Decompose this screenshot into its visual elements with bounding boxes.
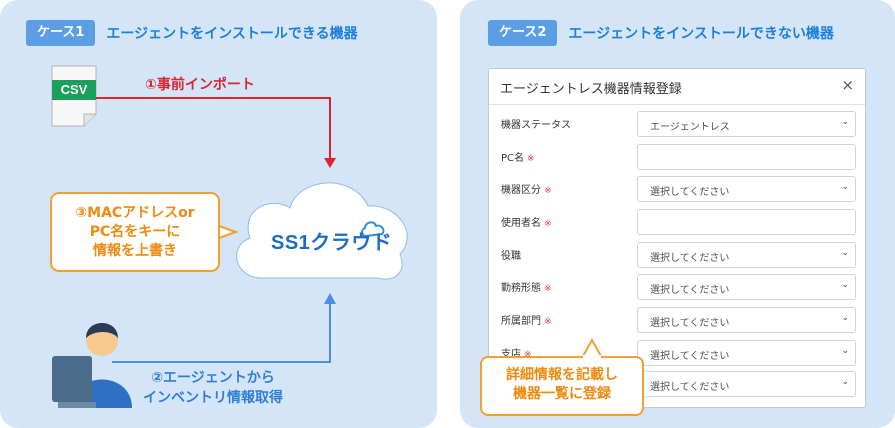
form-row-device-category: 機器区分※ 選択してください ⌄ [489, 176, 865, 202]
monitor [52, 356, 92, 402]
field-label: 使用者名※ [501, 214, 552, 229]
user-name-input[interactable] [637, 209, 856, 235]
agent-arrow [112, 302, 331, 363]
field-label: 支店※ [501, 345, 532, 360]
agentless-device-modal: エージェントレス機器情報登録 × 機器ステータス エージェントレス ⌄ PC名※… [488, 68, 866, 408]
required-mark: ※ [544, 284, 552, 294]
monitor-stand [58, 402, 96, 408]
form-row-department: 所属部門※ 選択してください ⌄ [489, 307, 865, 333]
import-arrow-head [324, 158, 336, 168]
csv-file-fold [83, 113, 96, 126]
ss1-cloud-logo: SS1クラウド [271, 232, 393, 254]
position-select[interactable]: 選択してください ⌄ [637, 242, 856, 268]
case2-header: ケース2 エージェントをインストールできない機器 [488, 20, 834, 46]
status-select[interactable]: エージェントレス ⌄ [637, 111, 856, 137]
required-mark: ※ [527, 154, 535, 164]
modal-title: エージェントレス機器情報登録 [500, 82, 682, 97]
case2-title: エージェントをインストールできない機器 [568, 26, 834, 42]
callout-left-line1: ③MACアドレスor [75, 205, 195, 221]
import-arrow [96, 97, 331, 160]
field-label: 所属部門※ [501, 312, 552, 327]
form-row-pc-name: PC名※ [489, 144, 865, 170]
work-style-select[interactable]: 選択してください ⌄ [637, 274, 856, 300]
field-label-text: 勤務形態 [501, 283, 541, 294]
department-value: 選択してください [650, 318, 730, 329]
branch-value: 選択してください [650, 351, 730, 362]
required-mark: ※ [544, 317, 552, 327]
field-label-text: 所属部門 [501, 316, 541, 327]
field-label-text: PC名 [501, 153, 525, 164]
person-hair [86, 323, 118, 338]
modal-header: エージェントレス機器情報登録 × [489, 69, 865, 105]
callout-left-line3: 情報を上書き [93, 243, 177, 259]
form-row-extra: 選択してください ⌄ [489, 371, 865, 397]
chevron-down-icon: ⌄ [841, 280, 849, 290]
chevron-down-icon: ⌄ [841, 377, 849, 387]
extra-select[interactable]: 選択してください ⌄ [637, 371, 856, 397]
close-icon[interactable]: × [841, 76, 854, 94]
field-label: 機器ステータス [501, 120, 571, 131]
register-callout [480, 356, 644, 416]
chevron-down-icon: ⌄ [841, 182, 849, 192]
case1-title: エージェントをインストールできる機器 [106, 26, 358, 42]
field-label-text: 使用者名 [501, 218, 541, 229]
overwrite-callout [50, 192, 220, 272]
work-style-value: 選択してください [650, 285, 730, 296]
agent-arrow-head [324, 293, 336, 304]
step2-label: ②エージェントから インベントリ情報取得 [128, 368, 298, 408]
device-category-value: 選択してください [650, 187, 730, 198]
callout-left-line2: PC名をキーに [89, 224, 181, 240]
chevron-down-icon: ⌄ [841, 346, 849, 356]
case1-badge: ケース1 [26, 20, 96, 46]
field-label-text: 支店 [501, 349, 521, 360]
pc-name-input[interactable] [637, 144, 856, 170]
field-label: 機器区分※ [501, 181, 552, 196]
overwrite-callout-text: ③MACアドレスor PC名をキーに 情報を上書き [50, 204, 220, 261]
required-mark: ※ [544, 219, 552, 229]
field-label-text: 機器区分 [501, 185, 541, 196]
register-callout-text: 詳細情報を記載し 機器一覧に登録 [480, 366, 644, 404]
field-label: 勤務形態※ [501, 279, 552, 294]
position-value: 選択してください [650, 253, 730, 264]
form-row-position: 役職 選択してください ⌄ [489, 242, 865, 268]
field-label: PC名※ [501, 149, 535, 164]
form-row-status: 機器ステータス エージェントレス ⌄ [489, 111, 865, 137]
chevron-down-icon: ⌄ [841, 313, 849, 323]
extra-value: 選択してください [650, 382, 730, 393]
status-select-value: エージェントレス [650, 122, 730, 133]
branch-select[interactable]: 選択してください ⌄ [637, 340, 856, 366]
cloud-icon [236, 182, 408, 280]
form-row-user-name: 使用者名※ [489, 209, 865, 235]
callout-right-line1: 詳細情報を記載し [506, 367, 618, 383]
chevron-down-icon: ⌄ [841, 248, 849, 258]
required-mark: ※ [524, 350, 532, 360]
brand-cloud-glyph [361, 221, 385, 238]
step1-label: ①事前インポート [145, 77, 255, 93]
step2-line2: インベントリ情報取得 [143, 390, 283, 406]
required-mark: ※ [544, 186, 552, 196]
department-select[interactable]: 選択してください ⌄ [637, 307, 856, 333]
form-row-work-style: 勤務形態※ 選択してください ⌄ [489, 274, 865, 300]
callout-right-line2: 機器一覧に登録 [513, 386, 611, 402]
chevron-down-icon: ⌄ [841, 117, 849, 127]
csv-label: CSV [52, 80, 96, 100]
field-label: 役職 [501, 251, 521, 262]
device-category-select[interactable]: 選択してください ⌄ [637, 176, 856, 202]
step2-line1: ②エージェントから [151, 370, 275, 386]
form-row-branch: 支店※ 選択してください ⌄ [489, 340, 865, 366]
case1-header: ケース1 エージェントをインストールできる機器 [26, 20, 358, 46]
case2-badge: ケース2 [488, 20, 558, 46]
